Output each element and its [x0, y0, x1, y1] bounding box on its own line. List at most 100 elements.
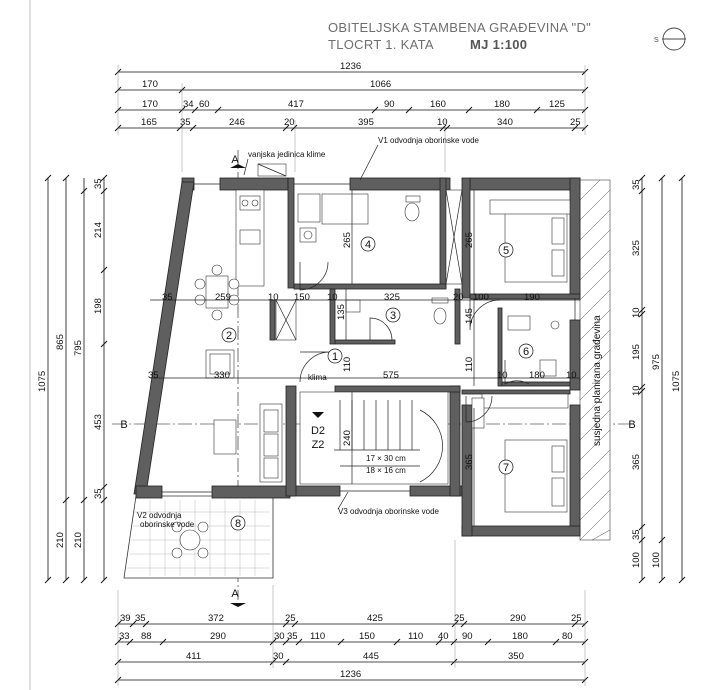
section-b-left: B — [120, 419, 127, 431]
room-8: 8 — [235, 518, 241, 530]
label-stair-2: 18 × 16 cm — [366, 466, 406, 475]
room-6: 6 — [523, 346, 529, 358]
idim-265a: 265 — [342, 232, 353, 248]
idim-190: 190 — [524, 292, 540, 303]
section-a-top: A — [231, 154, 239, 166]
dim-bot-2j: 90 — [462, 631, 473, 642]
dim-bot-2g: 150 — [359, 631, 375, 642]
dim-left-795: 795 — [73, 340, 84, 356]
idim-325: 325 — [384, 292, 400, 303]
title-line2: TLOCRT 1. KATA — [328, 37, 434, 52]
dim-bot-1h: 25 — [571, 613, 582, 624]
idim-180: 180 — [529, 370, 545, 381]
top-dimensions: 1236 170 1066 170 34 60 417 90 160 180 1… — [114, 61, 589, 172]
dim-bot-3a: 411 — [186, 651, 201, 662]
dim-right-10b: 10 — [631, 385, 642, 396]
dim-top-3h: 125 — [549, 99, 565, 110]
label-z2: Z2 — [312, 439, 325, 451]
room-5: 5 — [503, 245, 509, 257]
dim-left-865: 865 — [55, 334, 66, 350]
dim-bot-1e: 425 — [367, 613, 383, 624]
dim-bot-3c: 445 — [363, 651, 379, 662]
dim-top-4f: 10 — [437, 117, 448, 128]
idim-10c: 10 — [497, 370, 508, 381]
section-b-right: B — [628, 419, 635, 431]
dim-right-195: 195 — [631, 344, 642, 360]
dim-top-4d: 20 — [284, 117, 295, 128]
dim-bot-2i: 40 — [438, 631, 449, 642]
idim-110b: 110 — [464, 357, 475, 372]
room-7: 7 — [503, 462, 509, 474]
dim-bot-2l: 80 — [562, 631, 573, 642]
stairs — [299, 391, 449, 485]
label-susjedna: susjedna planirana građevina — [592, 315, 603, 446]
dim-right-365: 365 — [631, 454, 642, 470]
label-d2: D2 — [311, 425, 325, 437]
idim-20: 20 — [453, 292, 464, 303]
dim-bot-1c: 372 — [208, 613, 224, 624]
dim-bot-4a: 1236 — [340, 669, 361, 680]
dim-top-4b: 35 — [180, 117, 191, 128]
dim-top-4e: 395 — [358, 117, 374, 128]
title-scale: MJ 1:100 — [470, 37, 527, 52]
label-v3: V3 odvodnja oborinske vode — [338, 507, 440, 516]
walls — [133, 177, 581, 537]
dim-bot-2a: 33 — [119, 631, 130, 642]
idim-365: 365 — [464, 454, 475, 470]
dim-top-3e: 90 — [384, 99, 395, 110]
idim-10a: 10 — [268, 292, 279, 303]
idim-35a: 35 — [162, 292, 173, 303]
idim-330: 330 — [214, 370, 230, 381]
label-v2-line1: V2 odvodnja — [137, 511, 182, 520]
furniture — [194, 163, 571, 513]
dim-bot-2b: 88 — [141, 631, 152, 642]
dim-bot-1d: 25 — [285, 613, 296, 624]
label-vanjska: vanjska jedinica klime — [248, 150, 326, 159]
idim-150: 150 — [294, 292, 310, 303]
balcony-grid — [123, 495, 274, 579]
bottom-dimensions: 39 35 372 25 425 25 290 25 33 88 290 30 … — [114, 540, 589, 686]
label-stair-1: 17 × 30 cm — [366, 454, 406, 463]
dim-top-2b: 1066 — [370, 79, 391, 90]
dim-bot-2d: 30 — [274, 631, 285, 642]
dim-left-35b: 35 — [93, 488, 104, 499]
dim-right-outer: 1075 — [671, 371, 682, 392]
dim-right-100a: 100 — [631, 552, 642, 568]
dim-top-3d: 417 — [288, 99, 304, 110]
north-label: S — [654, 37, 659, 44]
dim-left-outer: 1075 — [37, 371, 48, 392]
dim-left-210a: 210 — [55, 532, 66, 548]
idim-135: 135 — [336, 304, 347, 320]
dim-top-1: 1236 — [340, 61, 361, 72]
inner-dimensions: 35 259 10 150 10 325 20 100 190 35 330 5… — [148, 190, 580, 526]
idim-265b: 265 — [464, 232, 475, 248]
idim-10d: 10 — [566, 370, 577, 381]
dim-top-3c: 60 — [199, 99, 210, 110]
dim-top-3f: 160 — [430, 99, 446, 110]
label-v1: V1 odvodnja oborinske vode — [378, 136, 480, 145]
dim-left-35a: 35 — [93, 178, 104, 189]
dim-right-100b: 100 — [651, 552, 662, 568]
room-numbers: 1 2 3 4 5 6 7 8 — [221, 236, 534, 531]
dim-bot-1b: 35 — [135, 613, 146, 624]
idim-110a: 110 — [342, 357, 353, 372]
idim-240: 240 — [342, 430, 353, 446]
dim-top-4a: 165 — [141, 117, 157, 128]
dim-left-210b: 210 — [73, 532, 84, 548]
north-arrow-icon: S — [654, 27, 686, 51]
room-4: 4 — [365, 239, 371, 251]
dim-bot-3d: 350 — [508, 651, 524, 662]
dim-bot-1g: 290 — [510, 613, 526, 624]
dim-left-198: 198 — [93, 298, 104, 314]
dim-right-35b: 35 — [631, 529, 642, 540]
idim-145: 145 — [464, 308, 475, 324]
dim-bot-2c: 290 — [210, 631, 226, 642]
dim-bot-2e: 35 — [287, 631, 298, 642]
idim-35b: 35 — [148, 370, 159, 381]
title-line1: OBITELJSKA STAMBENA GRAĐEVINA "D" — [328, 20, 591, 35]
room-2: 2 — [226, 330, 232, 342]
dim-left-453: 453 — [93, 414, 104, 430]
dim-right-10a: 10 — [631, 307, 642, 318]
dim-top-4h: 25 — [570, 117, 581, 128]
room-3: 3 — [390, 310, 396, 322]
